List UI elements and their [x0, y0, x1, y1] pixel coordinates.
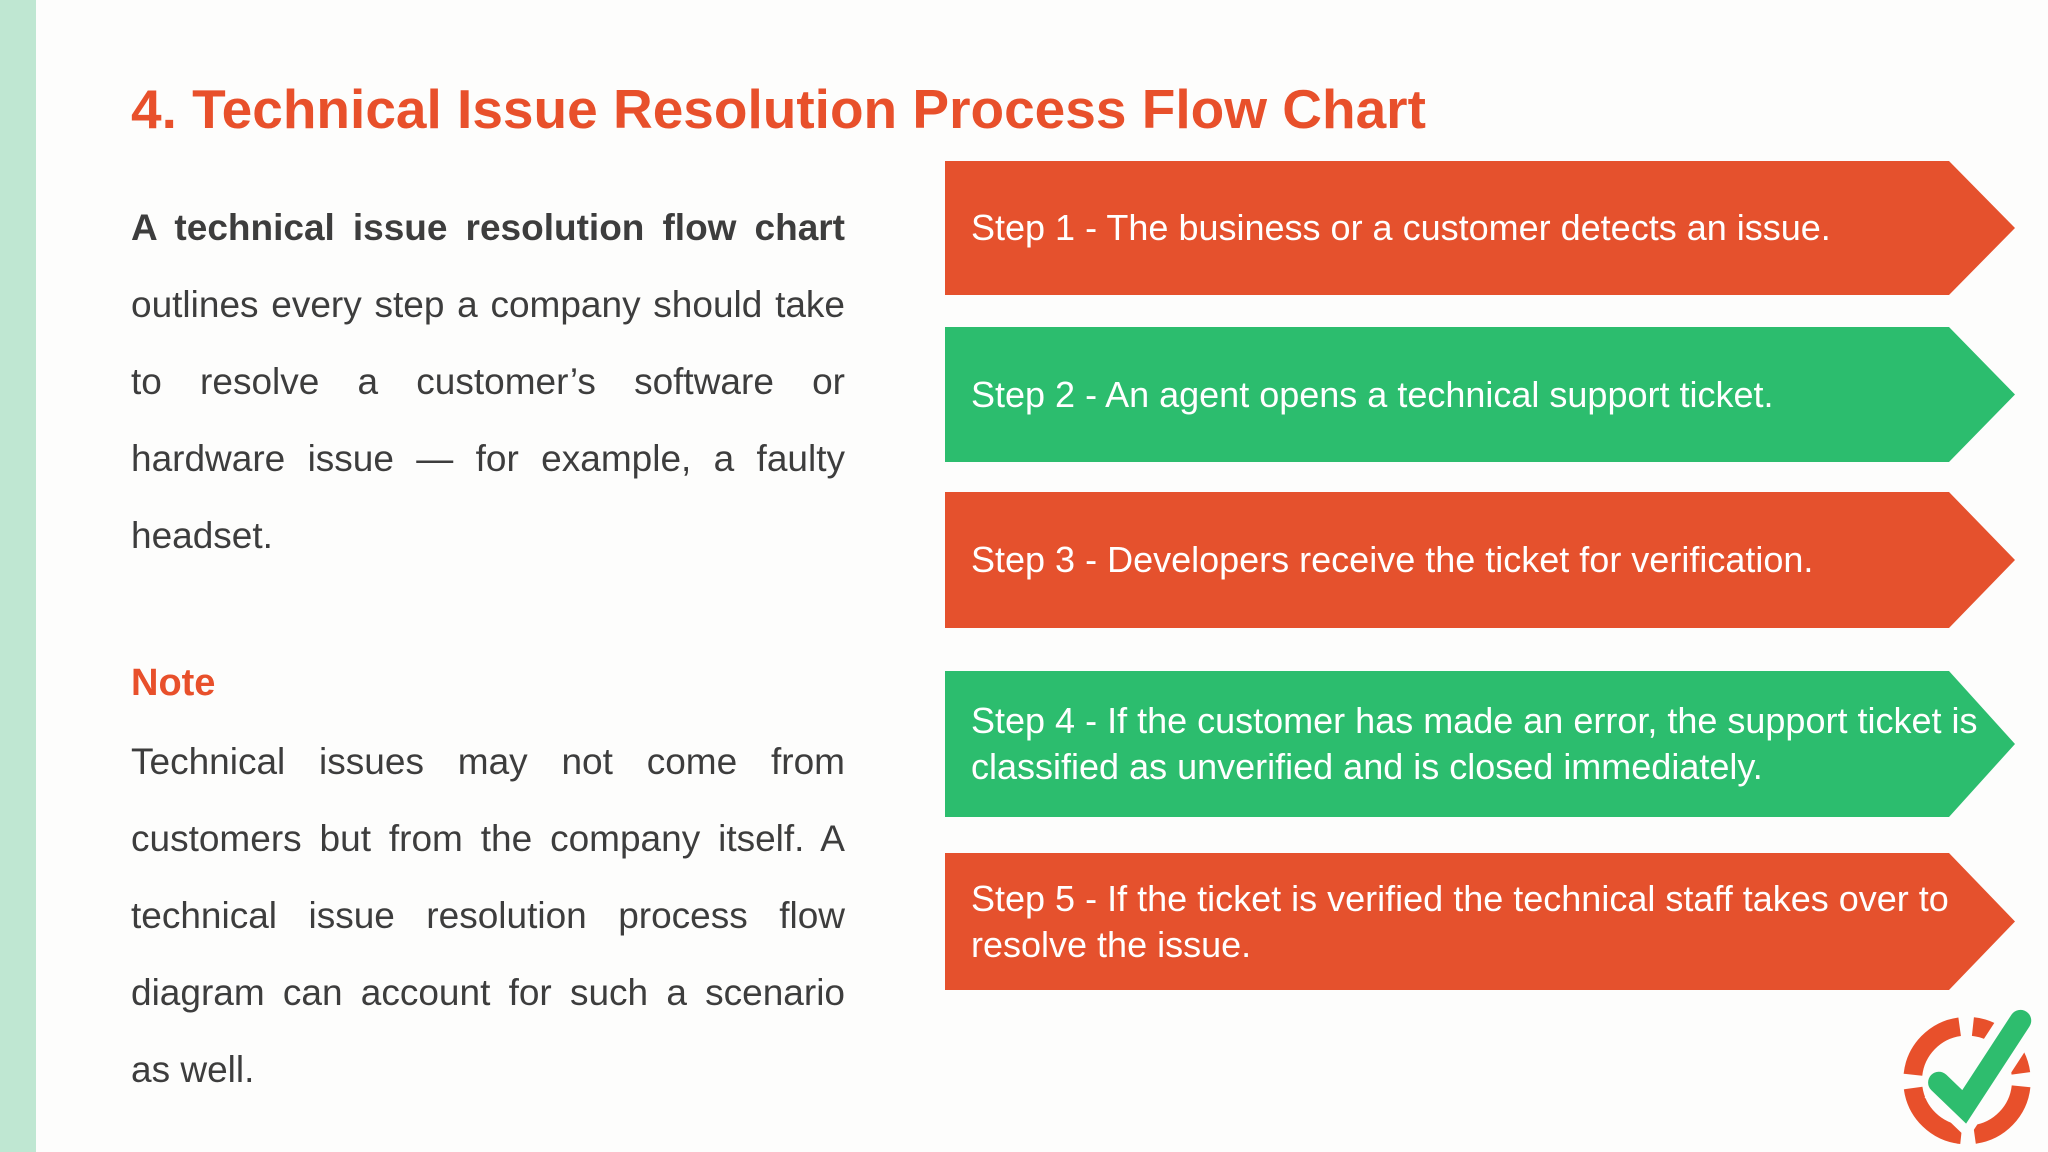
flow-step-3-arrow-banner: Step 3 - Developers receive the ticket f…	[945, 492, 2015, 628]
flow-step-1-label: Step 1 - The business or a customer dete…	[971, 207, 1831, 248]
flow-step-1-arrow-banner: Step 1 - The business or a customer dete…	[945, 161, 2015, 295]
intro-paragraph-rest: outlines every step a company should tak…	[131, 284, 845, 556]
flow-step-4-arrow-banner: Step 4 - If the customer has made an err…	[945, 671, 2015, 817]
flow-step-2-arrow-banner: Step 2 - An agent opens a technical supp…	[945, 327, 2015, 462]
note-heading: Note	[131, 661, 216, 704]
flow-step-3-label: Step 3 - Developers receive the ticket f…	[971, 539, 1814, 580]
note-paragraph: Technical issues may not come from custo…	[131, 741, 845, 1090]
flow-step-4-label: Step 4 - If the customer has made an err…	[971, 700, 1978, 787]
page-title: 4. Technical Issue Resolution Process Fl…	[131, 77, 1426, 140]
intro-paragraph-bold-lead: A technical issue resolution flow chart	[131, 207, 845, 248]
intro-paragraph: A technical issue resolution flow chart …	[131, 189, 845, 574]
flow-step-5-arrow-banner: Step 5 - If the ticket is verified the t…	[945, 853, 2015, 990]
left-accent-bar	[0, 0, 36, 1152]
flow-step-2-label: Step 2 - An agent opens a technical supp…	[971, 373, 1774, 415]
flow-step-5-label: Step 5 - If the ticket is verified the t…	[971, 877, 1949, 965]
logo-checkmark	[1928, 1009, 2032, 1124]
check-circle-logo-icon	[1903, 1009, 2038, 1145]
